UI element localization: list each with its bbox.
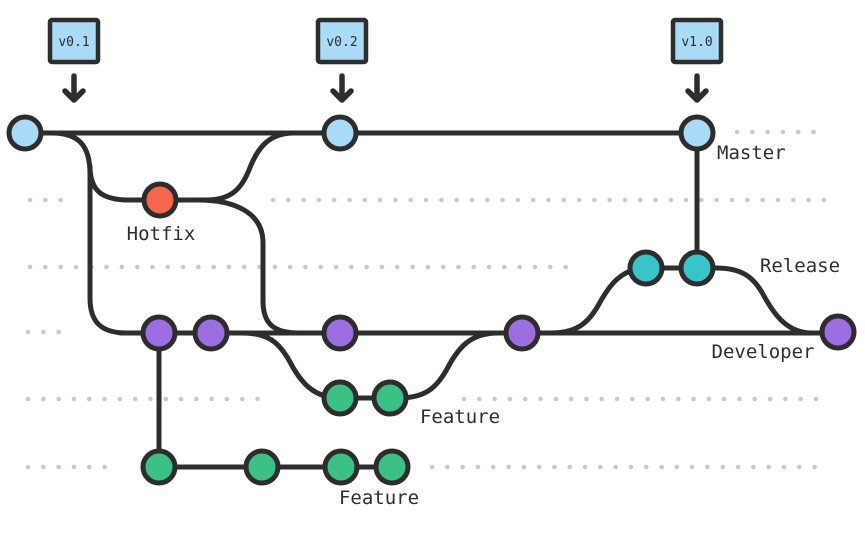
commit-node-hotfix-1 — [141, 181, 179, 219]
tag-label: v0.2 — [326, 35, 357, 50]
tag-box — [47, 17, 101, 65]
feature-top-branch-line — [239, 330, 501, 401]
commit-node-feature-bottom-2 — [243, 448, 281, 486]
tag-box — [670, 17, 724, 65]
commit-nodes — [6, 114, 857, 486]
branch-label-release: Release — [760, 255, 840, 277]
commit-node-developer-3 — [321, 314, 359, 352]
release-branch-line — [547, 265, 815, 336]
hotfix-merge-to-developer-line — [195, 197, 302, 336]
arrow-down-icon — [330, 73, 354, 103]
commit-node-developer-1 — [140, 314, 178, 352]
commit-node-master-3 — [678, 114, 716, 152]
branch-label-hotfix: Hotfix — [127, 223, 196, 245]
branch-labels: Master Hotfix Release Developer Feature … — [127, 142, 840, 509]
tag-box — [315, 17, 369, 65]
commit-node-master-2 — [321, 114, 359, 152]
branch-label-master: Master — [717, 142, 786, 164]
version-tags: v0.1 v0.2 v1.0 — [47, 17, 724, 103]
branch-label-developer: Developer — [712, 341, 815, 363]
commit-node-feature-bottom-4 — [373, 448, 411, 486]
tag-label: v0.1 — [58, 35, 89, 50]
branch-label-feature-top: Feature — [420, 406, 500, 428]
version-tag-v0-2: v0.2 — [315, 17, 369, 103]
hotfix-line-and-merge-to-master — [87, 130, 297, 203]
commit-node-feature-bottom-1 — [140, 448, 178, 486]
commit-node-feature-bottom-3 — [322, 448, 360, 486]
commit-node-release-2 — [678, 249, 716, 287]
version-tag-v1-0: v1.0 — [670, 17, 724, 103]
commit-node-feature-top-1 — [321, 379, 359, 417]
branch-label-feature-bottom: Feature — [339, 487, 419, 509]
version-tag-v0-1: v0.1 — [47, 17, 101, 103]
commit-node-feature-top-2 — [371, 379, 409, 417]
commit-node-developer-4 — [503, 314, 541, 352]
commit-node-release-1 — [627, 249, 665, 287]
dotted-guides — [25, 129, 830, 470]
commit-node-master-1 — [6, 114, 44, 152]
commit-node-developer-5 — [819, 313, 857, 351]
arrow-down-icon — [62, 73, 86, 103]
arrow-down-icon — [685, 73, 709, 103]
master-to-developer-branch-line — [49, 130, 130, 336]
commit-node-developer-2 — [192, 314, 230, 352]
tag-label: v1.0 — [681, 35, 712, 50]
